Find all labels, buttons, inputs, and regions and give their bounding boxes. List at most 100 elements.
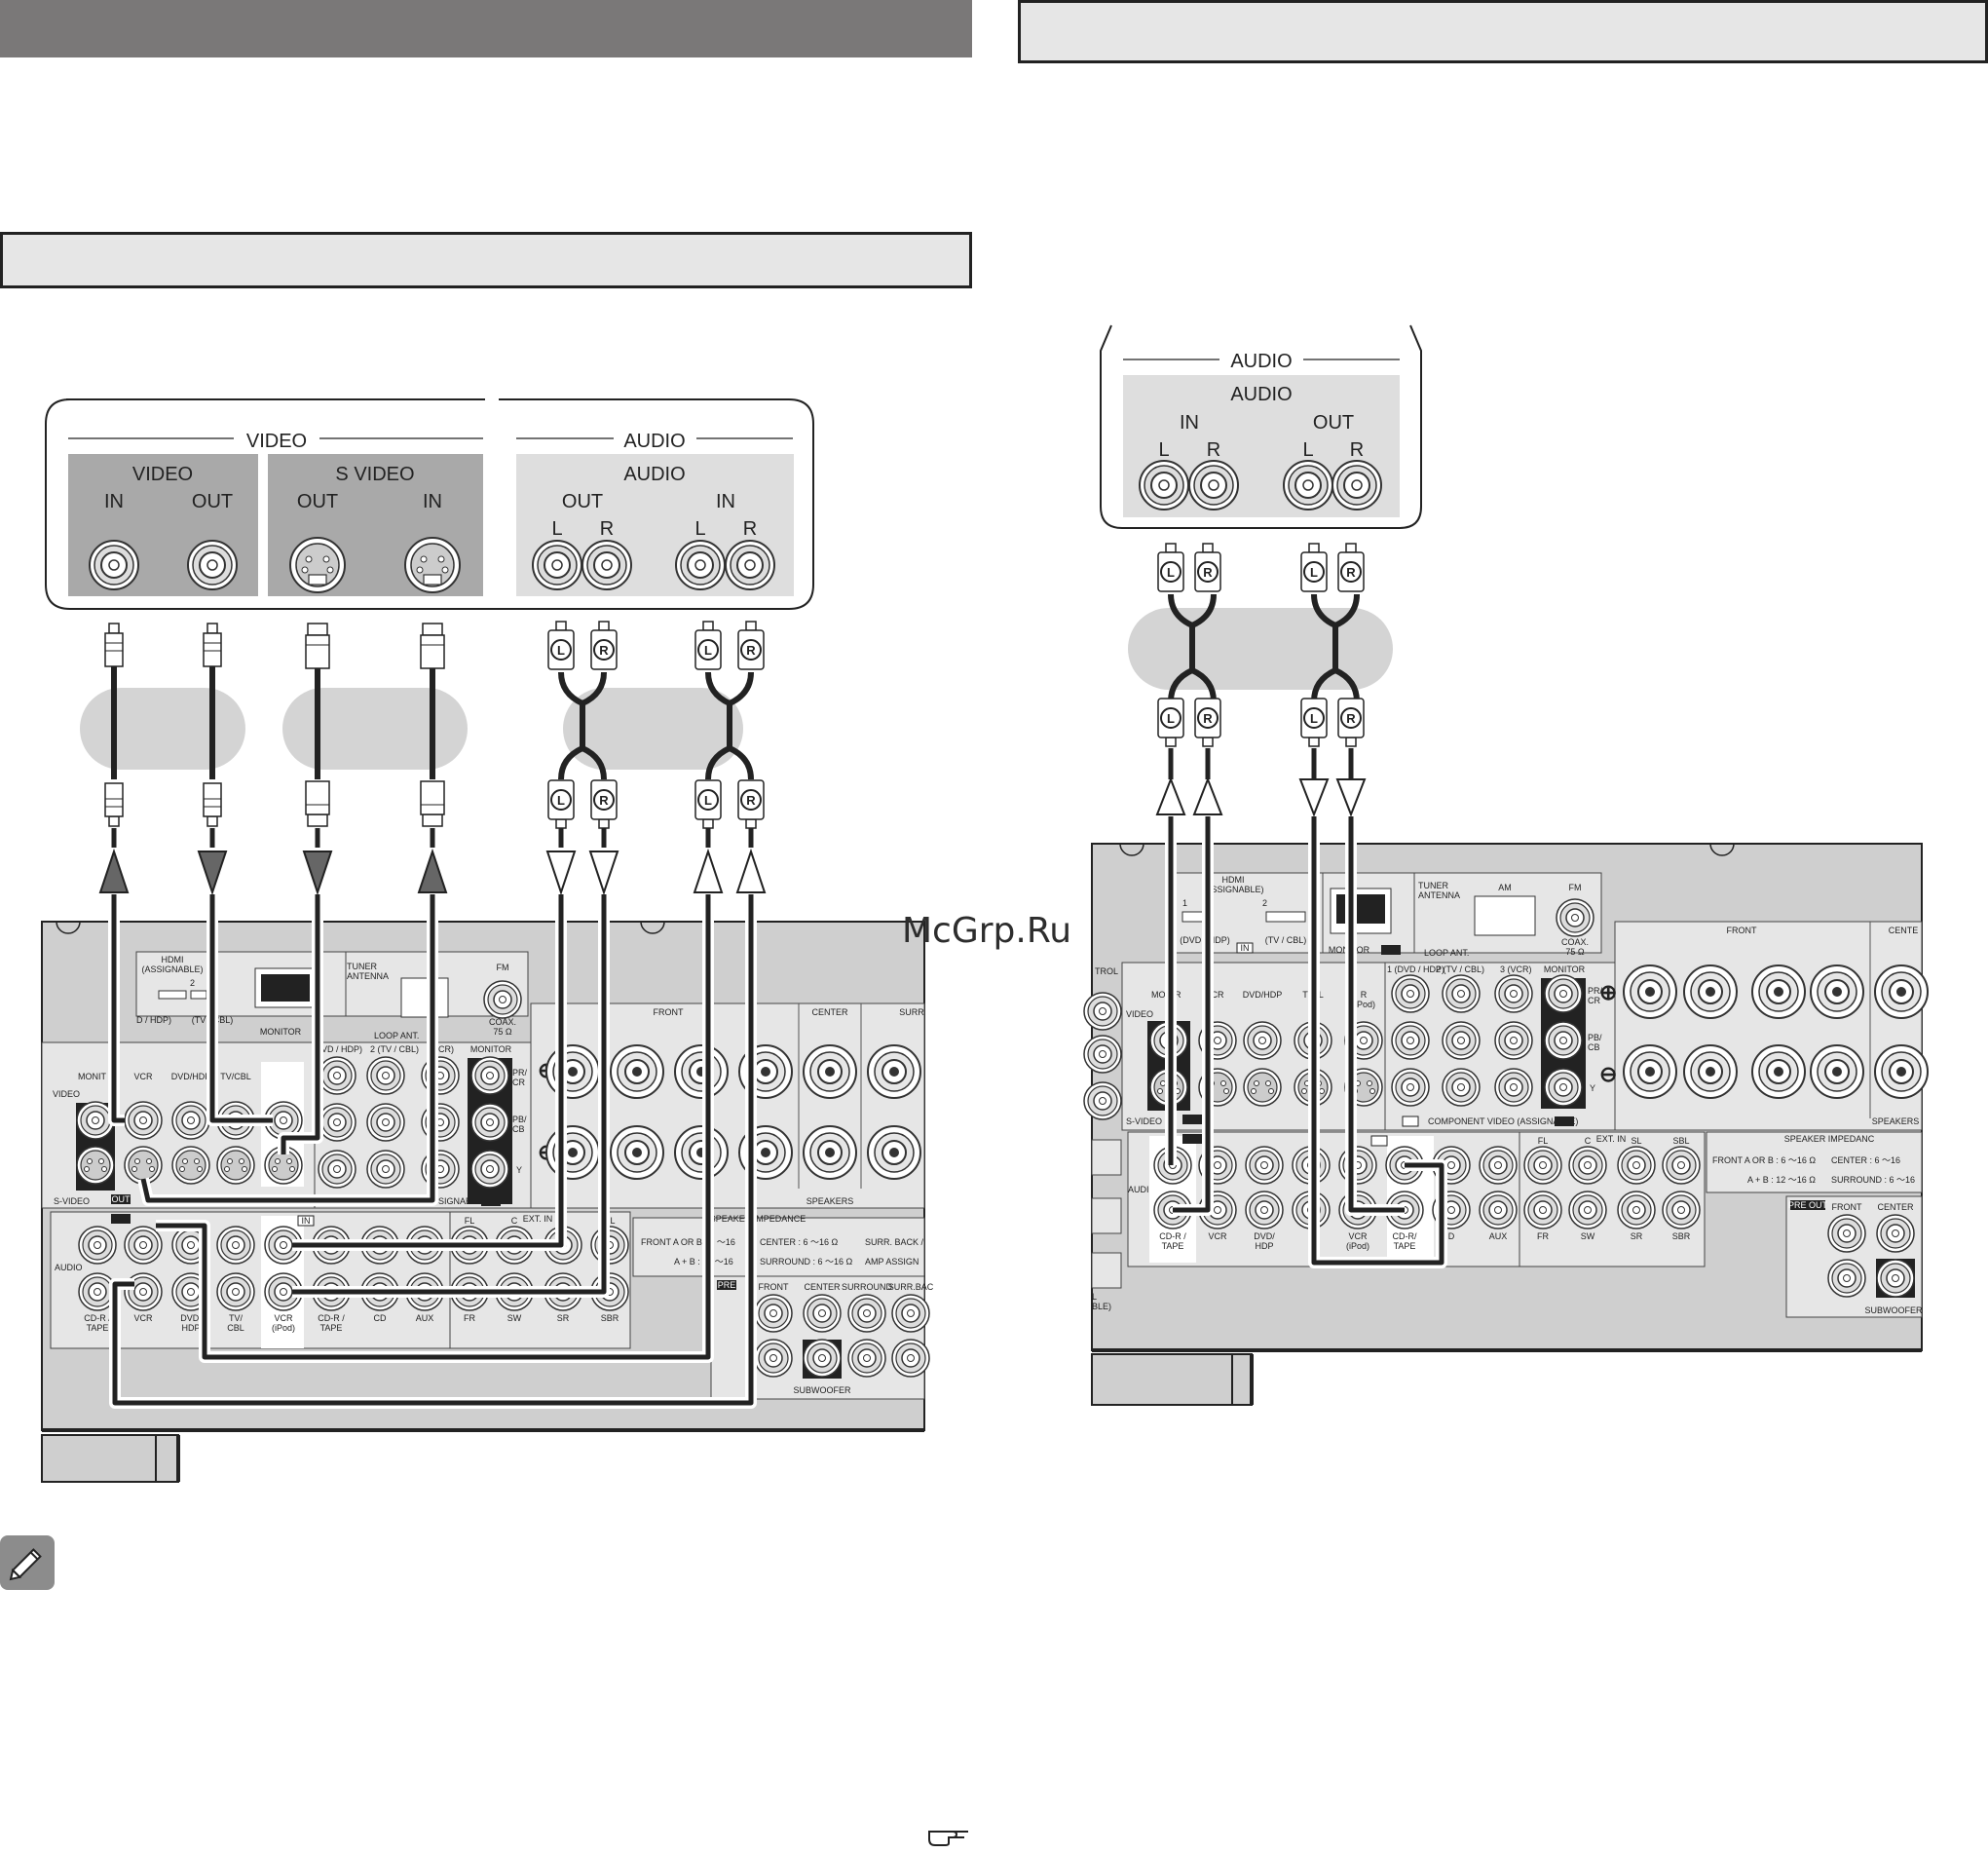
svg-text:SL: SL xyxy=(1631,1136,1641,1146)
audio-cable-label-oval xyxy=(563,688,743,770)
plug-label-l: L xyxy=(704,643,712,658)
left-receiver-panel: HDMI (ASSIGNABLE) 2 D / HDP) (TV / CBL) … xyxy=(41,894,934,1483)
plug-label-r: R xyxy=(1203,565,1213,580)
svg-text:FL: FL xyxy=(465,1216,475,1226)
video-out-label: OUT xyxy=(192,491,233,512)
arrow-down-icon xyxy=(1335,778,1367,817)
svg-text:MONITOR: MONITOR xyxy=(260,1027,302,1037)
note-pencil-icon xyxy=(0,1535,55,1590)
svg-text:TV/CBL: TV/CBL xyxy=(227,1313,244,1333)
right-audio-out-label: OUT xyxy=(1313,412,1354,434)
audio-out-l-jack xyxy=(532,540,582,590)
svg-text:⊕: ⊕ xyxy=(1599,980,1617,1004)
svg-text:D / HDP): D / HDP) xyxy=(136,1015,171,1025)
plug-label-r: R xyxy=(599,793,609,808)
svg-text:DVD/HDP: DVD/HDP xyxy=(180,1313,202,1333)
svg-text:SPEAKER IMPEDANC: SPEAKER IMPEDANC xyxy=(1784,1134,1875,1144)
svg-text:CD-R /TAPE: CD-R /TAPE xyxy=(1159,1231,1186,1251)
svg-text:VD / HDP): VD / HDP) xyxy=(321,1044,362,1054)
svg-text:EXT. IN: EXT. IN xyxy=(523,1214,553,1224)
audio-out-r-label: R xyxy=(600,518,614,540)
svg-text:DVD/HDP: DVD/HDP xyxy=(1254,1231,1275,1251)
right-audio-panel-title: AUDIO xyxy=(1230,384,1292,405)
arrow-up-icon xyxy=(98,848,130,893)
right-audio-in-label: IN xyxy=(1180,412,1199,434)
svg-text:A + B : 12 ～16 Ω: A + B : 12 ～16 Ω xyxy=(1747,1175,1816,1185)
audio-in-r-label: R xyxy=(743,518,757,540)
svideo-cable-label-oval xyxy=(282,688,468,770)
svideo-in-jack xyxy=(404,537,461,593)
section-header-bar-left xyxy=(0,0,972,57)
svg-text:IN: IN xyxy=(302,1216,311,1226)
arrow-up-icon xyxy=(1155,776,1186,815)
svg-text:SUBWOOFER: SUBWOOFER xyxy=(1864,1305,1923,1315)
svg-text:DVD/HDP: DVD/HDP xyxy=(171,1072,211,1081)
plug-label-l: L xyxy=(1167,565,1175,580)
svg-text:SR: SR xyxy=(1631,1231,1643,1241)
audio-in-label: IN xyxy=(716,491,735,512)
svg-text:SPEAKER IMPEDANCE: SPEAKER IMPEDANCE xyxy=(710,1214,806,1224)
svg-text:FM: FM xyxy=(497,963,509,972)
svg-text:SBR: SBR xyxy=(601,1313,619,1323)
right-diagram: AUDIO AUDIO IN OUT L R L R L R xyxy=(1083,324,1929,1406)
svg-text:FRONT: FRONT xyxy=(654,1007,684,1017)
svg-text:Y: Y xyxy=(516,1165,522,1175)
arrow-down-icon xyxy=(545,851,577,896)
right-receiver-panel: TROL HDMI (ASSIGNABLE) 1 2 (DVD / HDP) (… xyxy=(1083,816,1929,1406)
audio-out-label: OUT xyxy=(562,491,603,512)
svg-text:MONITOR: MONITOR xyxy=(1544,964,1586,974)
right-audio-out-r-label: R xyxy=(1350,439,1364,461)
svg-text:CENTER : 6 ～16: CENTER : 6 ～16 xyxy=(1831,1155,1900,1165)
plug-label-l: L xyxy=(1310,711,1318,726)
svg-text:Y: Y xyxy=(1590,1083,1595,1093)
svg-text:CENTER: CENTER xyxy=(804,1282,841,1292)
svg-text:EXT. IN: EXT. IN xyxy=(1596,1134,1627,1144)
svg-text:AUX: AUX xyxy=(416,1313,434,1323)
svg-text:FR: FR xyxy=(464,1313,475,1323)
svg-text:FRONT A OR B : 6 ～16 Ω: FRONT A OR B : 6 ～16 Ω xyxy=(1712,1155,1816,1165)
arrow-down-icon xyxy=(1298,778,1330,817)
svg-text:AUDIO: AUDIO xyxy=(55,1263,83,1272)
svg-text:MONITOR: MONITOR xyxy=(470,1044,512,1054)
svideo-panel-title: S VIDEO xyxy=(335,464,414,485)
right-audio-in-r-label: R xyxy=(1207,439,1220,461)
svg-text:75 Ω: 75 Ω xyxy=(493,1027,512,1037)
svg-text:SBR: SBR xyxy=(1672,1231,1691,1241)
video-in-label: IN xyxy=(104,491,124,512)
svg-text:FM: FM xyxy=(1569,883,1582,892)
svg-text:C: C xyxy=(1585,1136,1592,1146)
svg-text:PB/CB: PB/CB xyxy=(512,1115,527,1134)
left-diagram: VIDEO AUDIO VIDEO IN OUT S VIDEO OUT IN … xyxy=(41,394,934,1483)
svg-text:S-VIDEO: S-VIDEO xyxy=(54,1196,90,1206)
svg-text:SPEAKERS: SPEAKERS xyxy=(1872,1116,1920,1126)
svg-text:C: C xyxy=(511,1216,518,1226)
pointing-hand-icon[interactable] xyxy=(927,1824,970,1847)
audio-panel-title: AUDIO xyxy=(623,464,685,485)
plug-label-l: L xyxy=(557,643,565,658)
svg-text:VIDEO: VIDEO xyxy=(53,1089,80,1099)
svg-text:VIDEO: VIDEO xyxy=(1126,1009,1153,1019)
svg-text:CENTER: CENTER xyxy=(1877,1202,1914,1212)
svg-text:SPEAKERS: SPEAKERS xyxy=(806,1196,854,1206)
svg-text:LOOP ANT.: LOOP ANT. xyxy=(1424,948,1469,958)
svg-text:FRONT: FRONT xyxy=(1727,926,1757,935)
right-audio-in-l-jack xyxy=(1139,460,1189,511)
svg-text:COAX.: COAX. xyxy=(1561,937,1589,947)
arrow-up-icon xyxy=(417,848,448,893)
right-audio-out-l-jack xyxy=(1283,460,1333,511)
plug-label-r: R xyxy=(746,643,756,658)
plug-label-l: L xyxy=(1310,565,1318,580)
right-audio-out-r-jack xyxy=(1332,460,1382,511)
arrow-up-icon xyxy=(1192,776,1223,815)
svg-text:COMPONENT VIDEO (ASSIGNABLE): COMPONENT VIDEO (ASSIGNABLE) xyxy=(1428,1116,1578,1126)
svideo-in-label: IN xyxy=(423,491,442,512)
svg-text:SURROUND : 6 ～16: SURROUND : 6 ～16 xyxy=(1831,1175,1915,1185)
svg-text:CD-R /TAPE: CD-R /TAPE xyxy=(84,1313,111,1333)
section-header-bar-right xyxy=(1018,0,1988,63)
audio-out-r-jack xyxy=(581,540,632,590)
svg-text:SR: SR xyxy=(557,1313,570,1323)
svg-text:(ASSIGNABLE): (ASSIGNABLE) xyxy=(141,964,203,974)
svg-text:PB/CB: PB/CB xyxy=(1588,1033,1602,1052)
